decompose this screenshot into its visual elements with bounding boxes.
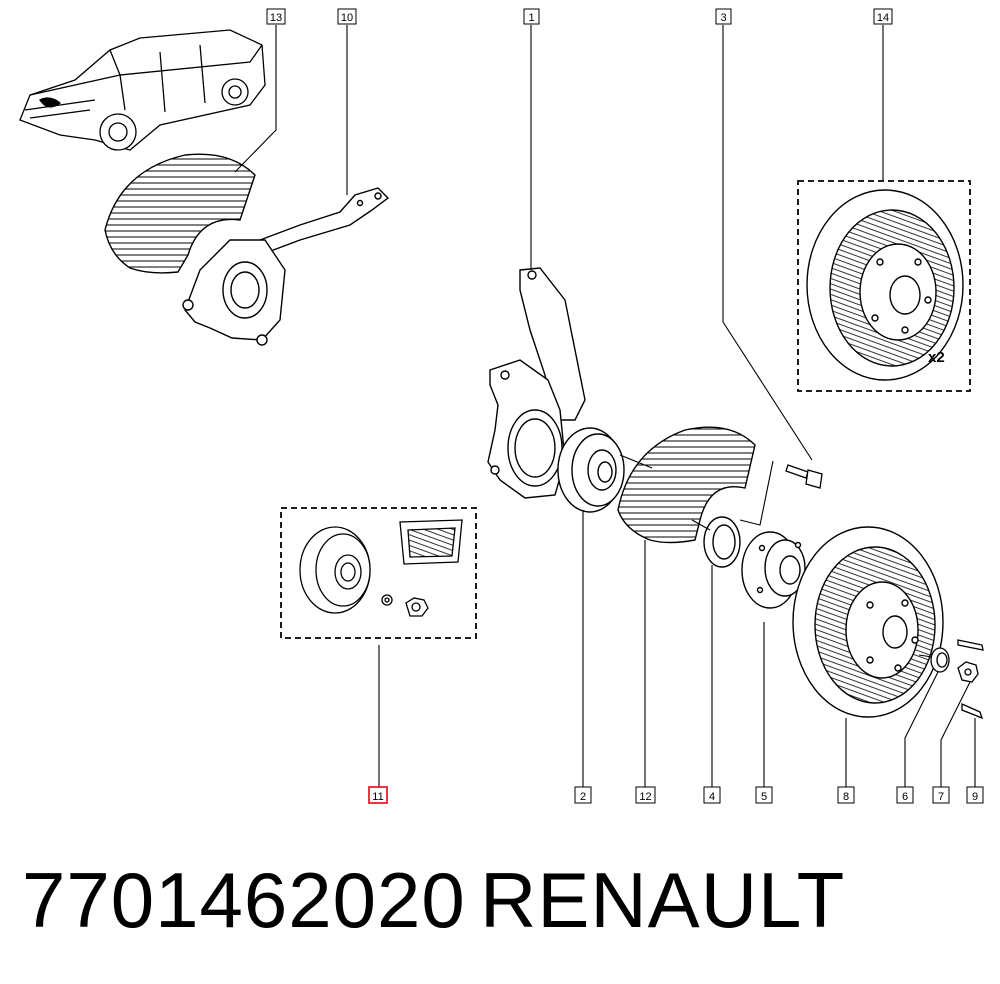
svg-text:7: 7 [938, 791, 944, 803]
seal-ring-part-4 [703, 516, 741, 568]
svg-text:9: 9 [972, 791, 978, 803]
callout-5: 5 [755, 786, 773, 804]
hub-cap-part-6 [930, 647, 950, 673]
callout-11: 11 [368, 786, 388, 804]
callout-1: 1 [523, 8, 540, 25]
svg-text:14: 14 [877, 12, 889, 24]
svg-text:11: 11 [372, 791, 383, 803]
quantity-label: x2 [928, 349, 945, 366]
kit-box-part-11 [280, 507, 477, 639]
callout-10: 10 [337, 8, 357, 25]
svg-text:8: 8 [843, 791, 849, 803]
svg-text:1: 1 [528, 12, 534, 24]
brand-name: RENAULT [480, 856, 846, 944]
callout-14: 14 [873, 8, 893, 25]
callout-13: 13 [266, 8, 286, 25]
wheel-hub-part-5 [741, 531, 806, 609]
nut-part-7 [957, 661, 979, 683]
callout-9: 9 [966, 786, 984, 804]
svg-text:5: 5 [761, 791, 767, 803]
brake-disc-box-part-14: x2 [797, 180, 971, 392]
knuckle-thumbnail [182, 239, 286, 346]
callout-3: 3 [715, 8, 732, 25]
svg-text:4: 4 [709, 791, 715, 803]
callout-labels: 13 10 1 3 14 11 2 12 [266, 8, 984, 804]
backing-plate-part-12 [617, 426, 756, 544]
svg-text:6: 6 [902, 791, 908, 803]
svg-text:2: 2 [580, 791, 586, 803]
car-illustration [19, 29, 266, 151]
assembly-lines [619, 454, 933, 658]
svg-text:3: 3 [720, 12, 726, 24]
lower-arm-part-10 [258, 187, 390, 253]
wheel-bearing-part-2 [557, 427, 625, 513]
steering-knuckle-part-1 [487, 267, 586, 499]
part-number: 7701462020 [22, 856, 466, 944]
svg-text:12: 12 [639, 791, 651, 803]
callout-8: 8 [837, 786, 855, 804]
splash-shield-part-13 [104, 153, 256, 274]
screw-part-3 [785, 464, 823, 489]
brake-disc-part-8 [792, 526, 944, 718]
callout-12: 12 [635, 786, 656, 804]
svg-text:13: 13 [270, 12, 282, 24]
callout-7: 7 [932, 786, 950, 804]
callout-4: 4 [703, 786, 721, 804]
bolt-part-9 [957, 639, 984, 720]
leader-lines [234, 25, 976, 787]
svg-text:10: 10 [341, 12, 353, 24]
callout-2: 2 [574, 786, 592, 804]
callout-6: 6 [896, 786, 914, 804]
